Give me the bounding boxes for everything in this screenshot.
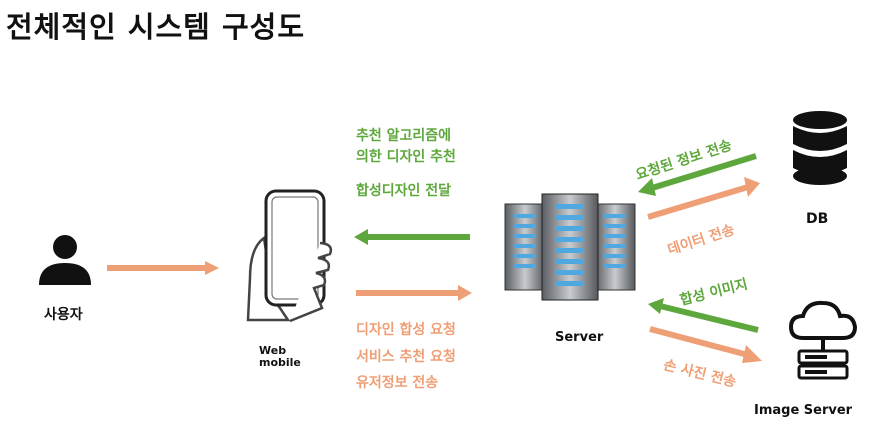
image-server-label: Image Server	[754, 403, 853, 418]
client-to-server-arrow	[356, 285, 472, 301]
server-to-db-arrow	[647, 177, 760, 220]
user-icon	[39, 235, 91, 285]
cloud-server-icon	[788, 300, 858, 380]
db-label: DB	[806, 211, 829, 227]
client-orange-label-1: 디자인 합성 요청	[356, 322, 456, 338]
server-to-image-arrow	[649, 326, 762, 363]
db-to-server-arrow	[638, 153, 757, 196]
server-label: Server	[555, 330, 604, 345]
user-label: 사용자	[44, 307, 83, 323]
server-to-client-arrow	[354, 229, 470, 245]
client-green-label-1: 추천 알고리즘에	[356, 128, 452, 144]
client-green-label-2: 의한 디자인 추천	[356, 149, 456, 165]
user-to-client-arrow	[107, 261, 219, 275]
image-to-server-arrow	[648, 298, 759, 333]
database-icon	[793, 111, 847, 185]
client-orange-label-3: 유저정보 전송	[356, 375, 439, 391]
client-green-label-3: 합성디자인 전달	[356, 183, 452, 199]
client-label: Web mobile	[259, 344, 301, 369]
phone-icon	[246, 189, 333, 323]
page-title: 전체적인 시스템 구성도	[6, 10, 305, 44]
server-rack-icon	[504, 193, 636, 301]
client-orange-label-2: 서비스 추천 요청	[356, 349, 456, 365]
